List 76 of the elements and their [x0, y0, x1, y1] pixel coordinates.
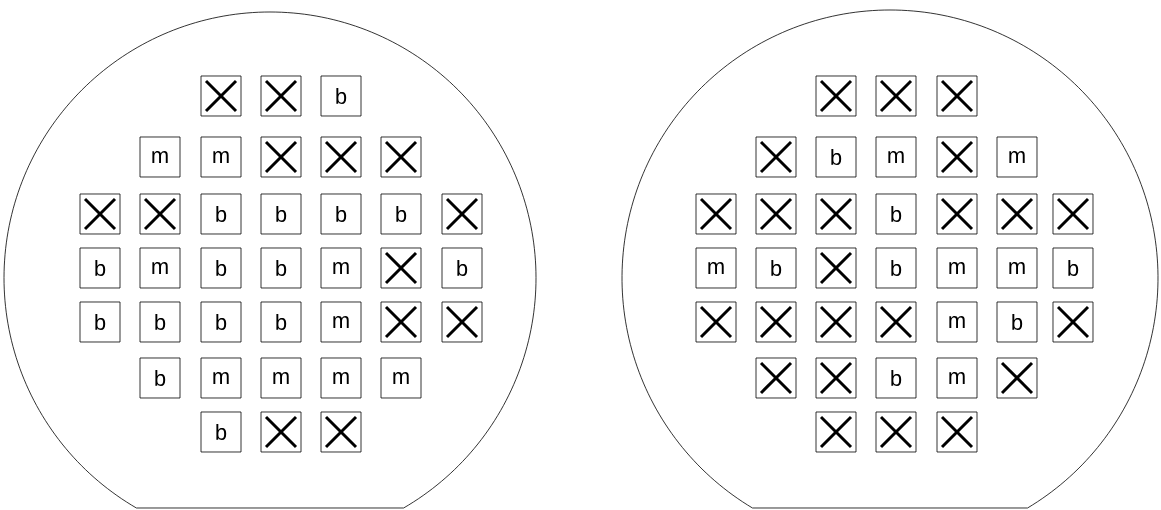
die-box: m [139, 247, 181, 289]
crossed-die-box [79, 193, 121, 235]
crossed-die-box [815, 75, 857, 117]
die-box: m [936, 301, 978, 343]
die-box: b [260, 193, 302, 235]
die-box: b [200, 411, 242, 453]
crossed-die-box [875, 75, 917, 117]
crossed-die-box [380, 247, 422, 289]
crossed-die-box [996, 193, 1038, 235]
die-box: m [200, 357, 242, 399]
die-box: b [380, 193, 422, 235]
wafer [621, 9, 1159, 509]
crossed-die-box [875, 411, 917, 453]
die-box: b [200, 301, 242, 343]
die-box: m [320, 357, 362, 399]
crossed-die-box [441, 193, 483, 235]
die-box: m [260, 357, 302, 399]
crossed-die-box [936, 75, 978, 117]
die-box: b [320, 75, 362, 117]
die-box: m [936, 357, 978, 399]
die-box: b [139, 301, 181, 343]
wafer [3, 11, 537, 509]
die-box: m [320, 247, 362, 289]
die-box: b [1052, 247, 1094, 289]
die-box: m [996, 136, 1038, 178]
crossed-die-box [380, 136, 422, 178]
crossed-die-box [875, 301, 917, 343]
die-box: b [755, 247, 797, 289]
crossed-die-box [755, 136, 797, 178]
crossed-die-box [755, 193, 797, 235]
crossed-die-box [815, 357, 857, 399]
crossed-die-box [695, 193, 737, 235]
die-box: b [200, 247, 242, 289]
crossed-die-box [320, 411, 362, 453]
crossed-die-box [815, 411, 857, 453]
crossed-die-box [815, 193, 857, 235]
die-box: m [695, 247, 737, 289]
crossed-die-box [695, 301, 737, 343]
die-box: b [79, 301, 121, 343]
crossed-die-box [996, 357, 1038, 399]
die-box: b [320, 193, 362, 235]
crossed-die-box [936, 136, 978, 178]
crossed-die-box [441, 301, 483, 343]
die-box: b [260, 247, 302, 289]
die-box: m [200, 136, 242, 178]
crossed-die-box [200, 75, 242, 117]
die-box: m [936, 247, 978, 289]
die-box: m [996, 247, 1038, 289]
crossed-die-box [260, 411, 302, 453]
crossed-die-box [1052, 193, 1094, 235]
crossed-die-box [320, 136, 362, 178]
crossed-die-box [260, 136, 302, 178]
die-box: m [139, 136, 181, 178]
crossed-die-box [815, 247, 857, 289]
crossed-die-box [755, 301, 797, 343]
die-box: b [260, 301, 302, 343]
die-box: b [139, 357, 181, 399]
die-box: m [320, 301, 362, 343]
crossed-die-box [380, 301, 422, 343]
crossed-die-box [139, 193, 181, 235]
die-box: m [875, 136, 917, 178]
die-box: b [875, 193, 917, 235]
die-box: b [996, 301, 1038, 343]
die-box: b [875, 357, 917, 399]
crossed-die-box [755, 357, 797, 399]
crossed-die-box [1052, 301, 1094, 343]
die-box: b [875, 247, 917, 289]
die-box: m [380, 357, 422, 399]
crossed-die-box [815, 301, 857, 343]
crossed-die-box [936, 411, 978, 453]
die-box: b [441, 247, 483, 289]
crossed-die-box [936, 193, 978, 235]
die-box: b [815, 136, 857, 178]
die-box: b [79, 247, 121, 289]
crossed-die-box [260, 75, 302, 117]
die-box: b [200, 193, 242, 235]
